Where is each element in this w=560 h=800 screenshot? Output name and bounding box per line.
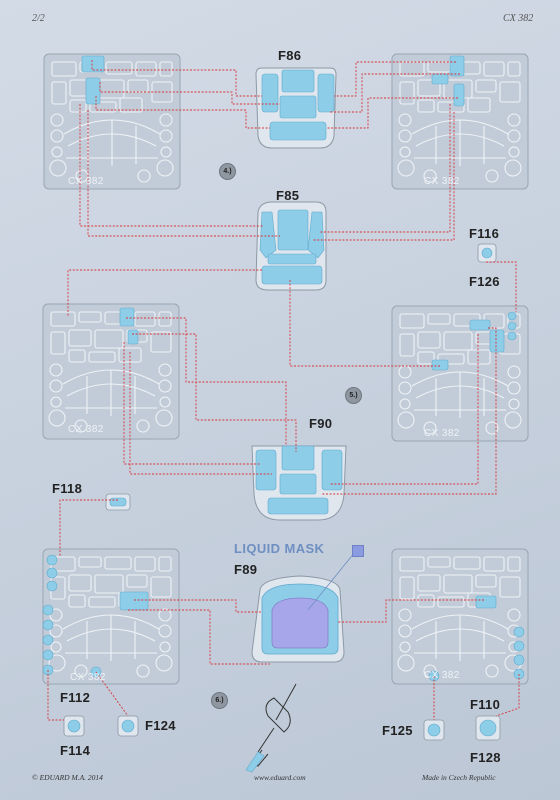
- set-code: CX 382: [503, 13, 534, 24]
- step-4: 4.): [219, 163, 236, 180]
- label-f86: F86: [278, 48, 302, 63]
- fret-code-3: CX 382: [68, 424, 104, 435]
- fret-code-5: CX 382: [70, 672, 106, 683]
- footer-origin: Made in Czech Republic: [422, 773, 496, 782]
- label-f85: F85: [276, 188, 300, 203]
- fret-code-4: CX 382: [424, 428, 460, 439]
- fret-4: [391, 305, 529, 442]
- liquid-mask-swatch: [352, 545, 364, 557]
- label-f90: F90: [309, 416, 333, 431]
- label-f118: F118: [52, 481, 83, 496]
- label-f114: F114: [60, 743, 91, 758]
- fret-1: [43, 53, 181, 190]
- liquid-mask-label: LIQUID MASK: [234, 541, 325, 556]
- step-5: 5.): [345, 387, 362, 404]
- label-f124: F124: [145, 718, 176, 733]
- footer-website: www.eduard.com: [254, 773, 306, 782]
- fret-5: [42, 548, 180, 685]
- step-6: 6.): [211, 692, 228, 709]
- label-f125: F125: [382, 723, 413, 738]
- fret-code-1: CX 382: [68, 176, 104, 187]
- fret-6: [391, 548, 529, 685]
- label-f126: F126: [469, 274, 500, 289]
- fret-code-6: CX 382: [424, 670, 460, 681]
- label-f112: F112: [60, 690, 91, 705]
- label-f110: F110: [470, 697, 501, 712]
- label-f116: F116: [469, 226, 500, 241]
- fret-3: [42, 303, 180, 440]
- label-f128: F128: [470, 750, 501, 765]
- label-f89: F89: [234, 562, 258, 577]
- footer-copyright: © EDUARD M.A. 2014: [32, 773, 103, 782]
- fret-code-2: CX 382: [424, 176, 460, 187]
- page-number: 2/2: [32, 13, 45, 24]
